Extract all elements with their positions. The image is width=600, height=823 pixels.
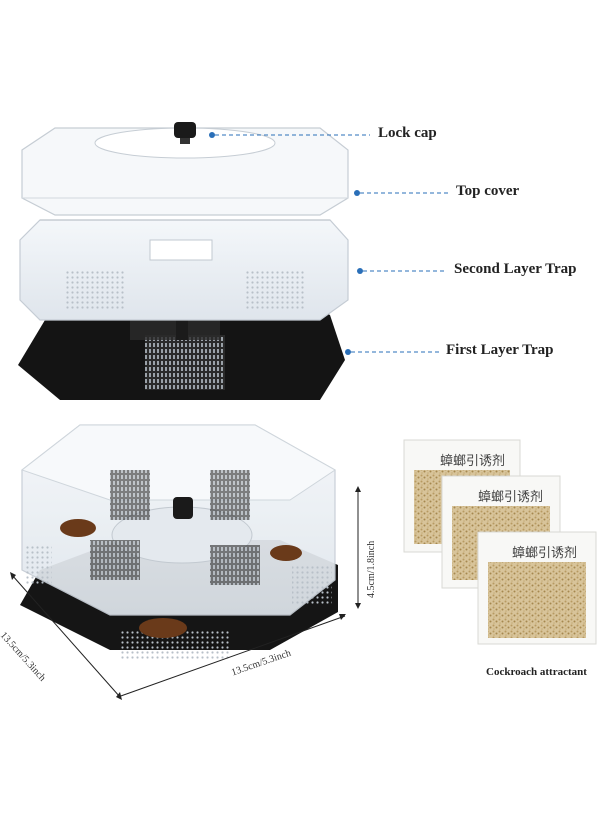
svg-text:蟑螂引诱剂: 蟑螂引诱剂: [512, 546, 577, 561]
second-layer-trap: [19, 219, 349, 321]
height-dimension: 4.5cm/1.8inch: [366, 540, 377, 598]
attractant-caption: Cockroach attractant: [486, 666, 587, 678]
first-layer-grill: [145, 335, 225, 390]
lock-cap-label: Lock cap: [378, 125, 437, 141]
svg-text:蟑螂引诱剂: 蟑螂引诱剂: [440, 454, 505, 469]
bait-left: [60, 519, 96, 537]
top-cover-label: Top cover: [456, 183, 520, 199]
exploded-view: [18, 122, 349, 400]
second-layer-label: Second Layer Trap: [454, 261, 577, 277]
assembled-trap: [20, 424, 338, 660]
assembled-lock-cap: [173, 497, 193, 519]
bait-right: [270, 545, 302, 561]
callout-lines: [209, 132, 448, 355]
bait-front: [139, 618, 187, 638]
dimension-lines: [10, 486, 361, 700]
attractant-packets: 蟑螂引诱剂 蟑螂引诱剂 蟑螂引诱剂: [403, 439, 597, 645]
attractant-packet-3: 蟑螂引诱剂: [477, 531, 597, 645]
svg-text:蟑螂引诱剂: 蟑螂引诱剂: [478, 490, 543, 505]
first-layer-label: First Layer Trap: [446, 342, 554, 358]
lock-cap: [174, 122, 196, 144]
